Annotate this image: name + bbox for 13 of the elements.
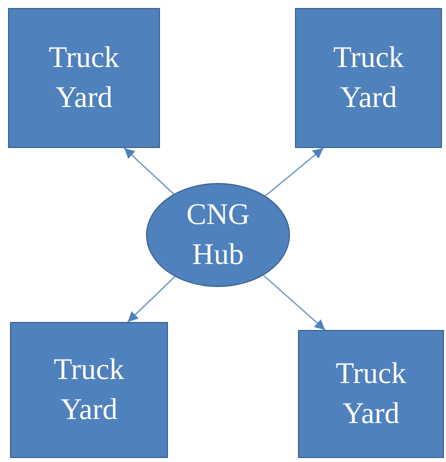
node-label: CNG Hub bbox=[186, 197, 250, 273]
yard-box bbox=[295, 8, 442, 148]
yard-box bbox=[8, 8, 160, 148]
node-label: Truck Yard bbox=[336, 356, 406, 432]
arrow bbox=[263, 274, 326, 330]
arrow bbox=[264, 148, 324, 196]
arrow bbox=[124, 148, 174, 194]
node-label: Truck Yard bbox=[333, 40, 404, 116]
node-label: Truck Yard bbox=[48, 40, 120, 116]
yard-box bbox=[10, 322, 168, 458]
yard-box bbox=[298, 330, 444, 458]
node-label: Truck Yard bbox=[54, 352, 124, 428]
arrow bbox=[127, 276, 176, 322]
